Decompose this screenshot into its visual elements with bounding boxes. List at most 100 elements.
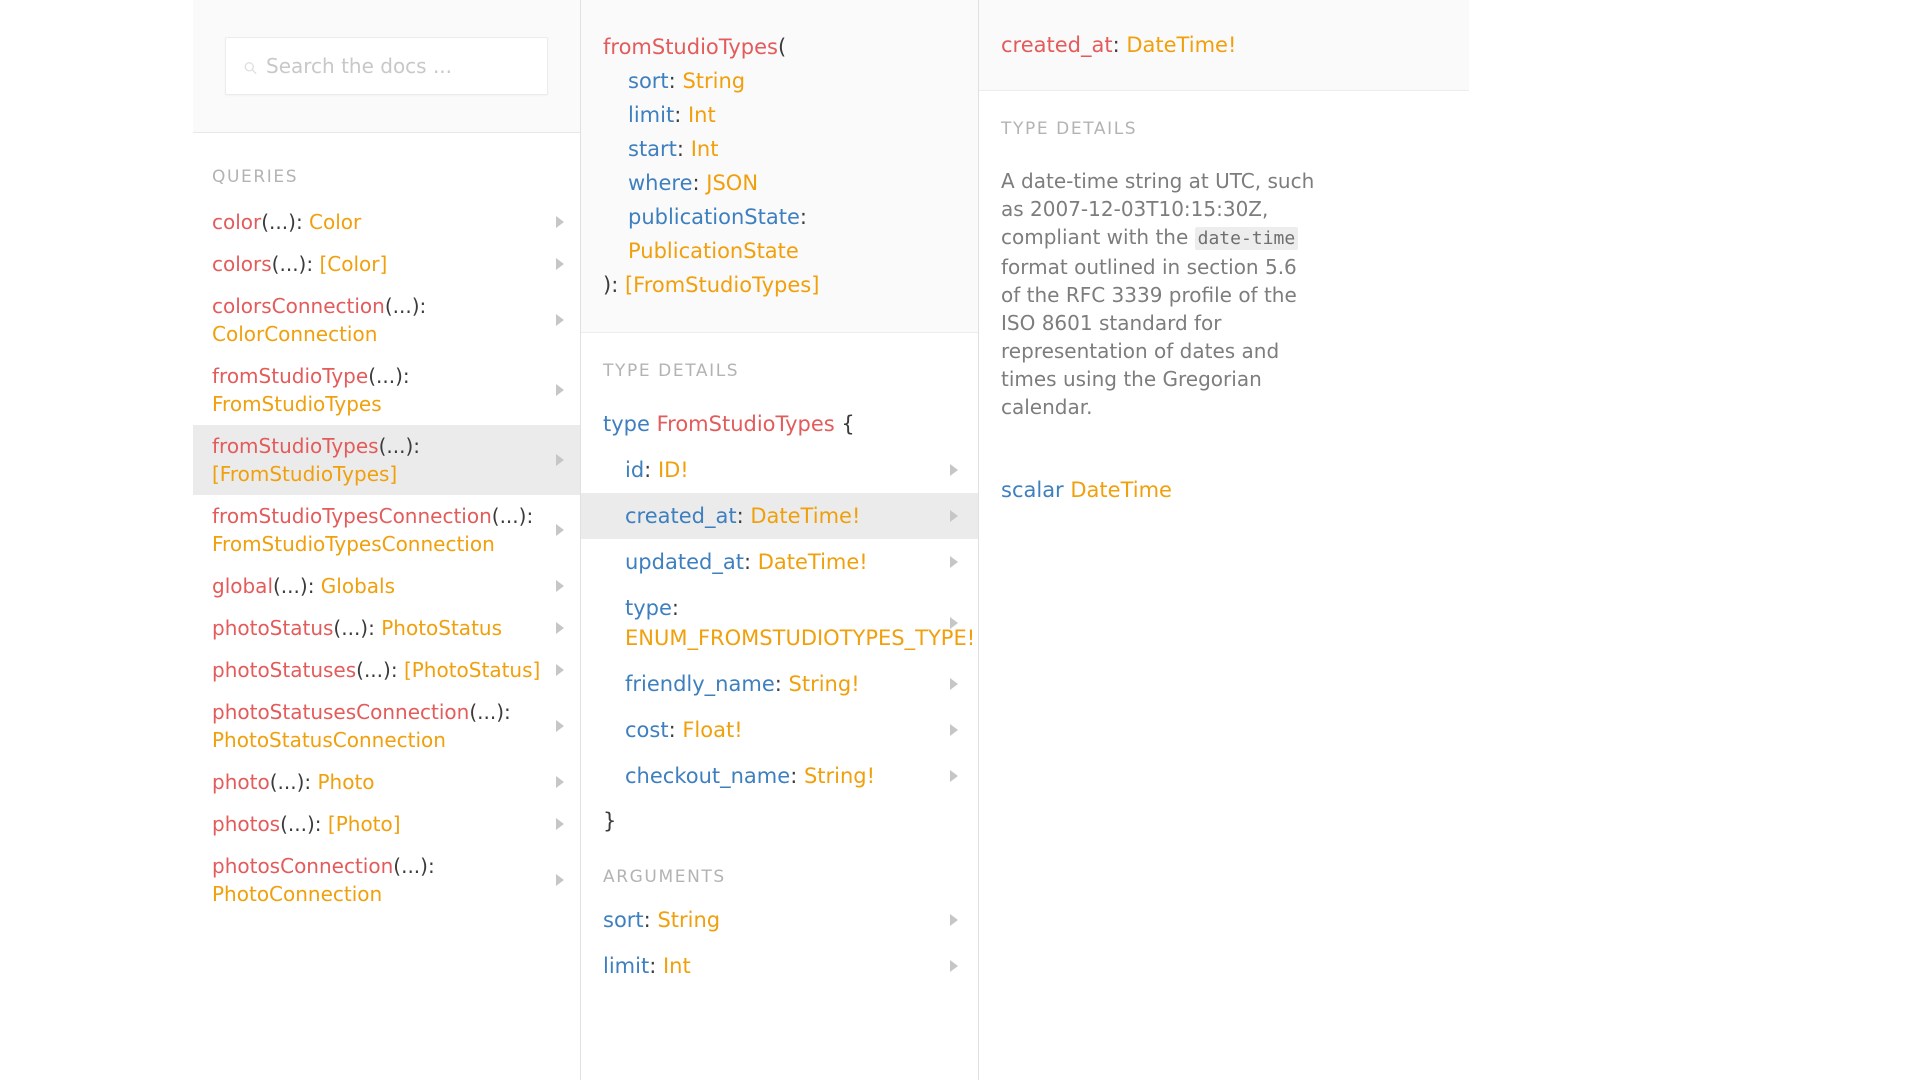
query-name[interactable]: color [212, 210, 262, 234]
query-name[interactable]: photos [212, 812, 281, 836]
query-list-item[interactable]: photo(...): Photo [193, 761, 580, 803]
brace-open: { [841, 412, 855, 436]
scalar-field-name[interactable]: created_at [1001, 33, 1113, 57]
type-field-row[interactable]: friendly_name: String! [581, 661, 978, 707]
type-field-name[interactable]: type [625, 596, 672, 620]
argument-row[interactable]: limit: Int [581, 943, 978, 989]
query-list-item[interactable]: photoStatus(...): PhotoStatus [193, 607, 580, 649]
type-field-row[interactable]: checkout_name: String! [581, 753, 978, 799]
type-field-type[interactable]: String! [788, 672, 860, 696]
type-name[interactable]: FromStudioTypes [656, 412, 835, 436]
query-return-type[interactable]: Color [309, 210, 362, 234]
query-return-type[interactable]: [Color] [319, 252, 388, 276]
signature-arg-name[interactable]: limit [628, 103, 675, 127]
type-field-name[interactable]: id [625, 458, 645, 482]
type-field-name[interactable]: checkout_name [625, 764, 791, 788]
query-return-type[interactable]: [PhotoStatus] [403, 658, 541, 682]
argument-row[interactable]: sort: String [581, 897, 978, 943]
query-name[interactable]: photosConnection [212, 854, 394, 878]
query-name[interactable]: fromStudioTypes [212, 434, 379, 458]
chevron-right-icon [950, 770, 958, 782]
query-args: (...) [273, 574, 308, 598]
query-return-type[interactable]: FromStudioTypes [212, 392, 382, 416]
chevron-right-icon [950, 914, 958, 926]
type-field-type[interactable]: ID! [657, 458, 689, 482]
query-return-type[interactable]: Photo [317, 770, 375, 794]
query-name[interactable]: photoStatusesConnection [212, 700, 470, 724]
query-return-type[interactable]: PhotoStatusConnection [212, 728, 446, 752]
query-list-item[interactable]: colorsConnection(...): ColorConnection [193, 285, 580, 355]
query-name[interactable]: global [212, 574, 273, 598]
type-field-row[interactable]: id: ID! [581, 447, 978, 493]
signature-arg-type[interactable]: PublicationState [628, 239, 799, 263]
argument-type[interactable]: String [657, 908, 721, 932]
query-list-item[interactable]: photoStatuses(...): [PhotoStatus] [193, 649, 580, 691]
search-box[interactable] [225, 37, 548, 95]
signature-arg-name[interactable]: publicationState [628, 205, 800, 229]
query-return-type[interactable]: FromStudioTypesConnection [212, 532, 495, 556]
type-field-name[interactable]: friendly_name [625, 672, 775, 696]
query-list-item[interactable]: fromStudioTypesConnection(...): FromStud… [193, 495, 580, 565]
type-field-name[interactable]: cost [625, 718, 669, 742]
query-list-item[interactable]: color(...): Color [193, 201, 580, 243]
type-field-type[interactable]: String! [803, 764, 876, 788]
query-list-item[interactable]: fromStudioType(...): FromStudioTypes [193, 355, 580, 425]
query-name[interactable]: photo [212, 770, 270, 794]
signature-return-type[interactable]: [FromStudioTypes] [624, 273, 820, 297]
query-args: (...) [469, 700, 504, 724]
argument-name[interactable]: sort [603, 908, 644, 932]
scalar-keyword: scalar [1001, 478, 1064, 502]
search-input[interactable] [226, 38, 547, 94]
type-field-sep: : [736, 504, 744, 528]
query-return-type[interactable]: Globals [320, 574, 396, 598]
query-list-item[interactable]: fromStudioTypes(...): [FromStudioTypes] [193, 425, 580, 495]
signature-name[interactable]: fromStudioTypes [603, 35, 778, 59]
query-args: (...) [261, 210, 296, 234]
type-field-type[interactable]: Float! [682, 718, 743, 742]
query-sep: : [390, 658, 404, 682]
query-return-type[interactable]: ColorConnection [212, 322, 378, 346]
query-return-type[interactable]: [Photo] [327, 812, 401, 836]
query-name[interactable]: photoStatuses [212, 658, 357, 682]
query-name[interactable]: colorsConnection [212, 294, 385, 318]
query-name[interactable]: colors [212, 252, 272, 276]
signature-arg-type[interactable]: JSON [706, 171, 759, 195]
query-list-item[interactable]: photoStatusesConnection(...): PhotoStatu… [193, 691, 580, 761]
type-field-name[interactable]: updated_at [625, 550, 744, 574]
type-field-row[interactable]: type: ENUM_FROMSTUDIOTYPES_TYPE! [581, 585, 978, 661]
signature-arg-name[interactable]: where [628, 171, 693, 195]
type-field-row[interactable]: updated_at: DateTime! [581, 539, 978, 585]
query-return-type[interactable]: PhotoStatus [381, 616, 502, 640]
type-field-type[interactable]: DateTime! [757, 550, 868, 574]
type-field-type[interactable]: ENUM_FROMSTUDIOTYPES_TYPE! [625, 626, 976, 650]
signature-arg-name[interactable]: start [628, 137, 677, 161]
type-field-row[interactable]: cost: Float! [581, 707, 978, 753]
query-sep: : [314, 812, 328, 836]
signature-arg-type[interactable]: String [682, 69, 746, 93]
scalar-type-name[interactable]: DateTime [1070, 478, 1172, 502]
query-name[interactable]: fromStudioType [212, 364, 369, 388]
query-list-item[interactable]: photos(...): [Photo] [193, 803, 580, 845]
signature-arg-type[interactable]: Int [690, 137, 719, 161]
query-list-item[interactable]: colors(...): [Color] [193, 243, 580, 285]
query-list-item[interactable]: photosConnection(...): PhotoConnection [193, 845, 580, 915]
chevron-right-icon [556, 384, 564, 396]
query-list-item[interactable]: global(...): Globals [193, 565, 580, 607]
query-name[interactable]: fromStudioTypesConnection [212, 504, 492, 528]
type-field-type[interactable]: DateTime! [750, 504, 861, 528]
argument-name[interactable]: limit [603, 954, 650, 978]
query-return-type[interactable]: PhotoConnection [212, 882, 383, 906]
type-field-row[interactable]: created_at: DateTime! [581, 493, 978, 539]
signature-open-paren: ( [777, 35, 787, 59]
type-field-name[interactable]: created_at [625, 504, 737, 528]
query-name[interactable]: photoStatus [212, 616, 334, 640]
scalar-field-type[interactable]: DateTime! [1126, 33, 1237, 57]
argument-type[interactable]: Int [662, 954, 691, 978]
query-return-type[interactable]: [FromStudioTypes] [212, 462, 398, 486]
signature-arg-type[interactable]: Int [687, 103, 716, 127]
signature-arg-name[interactable]: sort [628, 69, 669, 93]
type-field-sep: : [671, 596, 679, 620]
chevron-right-icon [556, 664, 564, 676]
